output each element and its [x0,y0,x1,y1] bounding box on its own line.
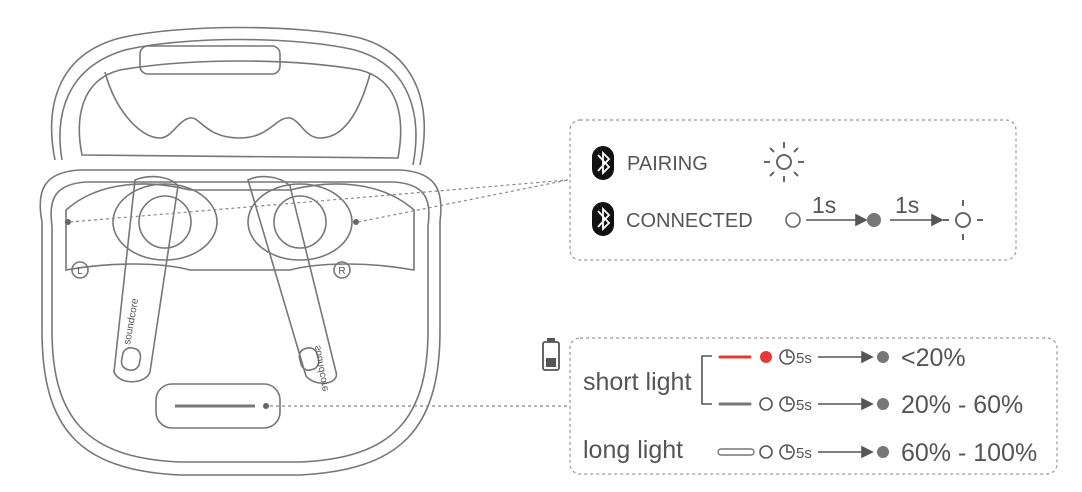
arrow-icon [806,213,868,227]
connected-step-2: 1s [895,192,919,218]
timer-icon [779,349,795,365]
bluetooth-icon [592,146,614,180]
arrow-icon [818,445,874,459]
light-off-icon [759,397,773,411]
battery-level-1: <20% [901,344,966,372]
red-light-icon [760,351,772,363]
long-light-label: long light [583,436,683,464]
left-bud-led [65,219,71,225]
timer-icon [779,396,795,412]
connected-step-1: 1s [812,192,836,218]
battery-level-3: 60% - 100% [901,439,1037,467]
connected-label: CONNECTED [626,210,753,232]
right-earbud-stem [247,175,338,384]
bluetooth-status-box [569,119,1017,261]
arrow-icon [818,397,874,411]
battery-level-2: 20% - 60% [901,391,1023,419]
led-bar-long [717,448,755,456]
lid-tray [78,60,402,159]
left-bud-brand: soundcore [122,297,141,345]
left-earbud-stem [113,175,179,383]
slow-blink-light-icon [943,200,983,240]
right-earbud-head [247,183,353,261]
right-bud-led [353,219,359,225]
case-led [263,403,269,409]
case-lid [50,26,425,166]
bluetooth-icon-connected [592,202,614,236]
level-dot [877,398,889,410]
light-on-icon [867,213,881,227]
case-led-window [155,383,281,429]
battery-status-box [569,337,1058,475]
arrow-icon [818,350,874,364]
arrow-icon [890,213,944,227]
right-bud-label: R [338,266,345,277]
timer-label-2: 5s [796,397,812,414]
short-light-label: short light [583,368,691,396]
leader-lines [69,179,570,407]
charging-case [39,26,442,476]
timer-label-3: 5s [796,445,812,462]
light-off-icon [785,212,801,228]
case-base [39,169,442,476]
level-dot [877,446,889,458]
light-off-icon [759,445,773,459]
level-dot [877,351,889,363]
pairing-label: PAIRING [627,153,708,175]
left-earbud-head [112,183,218,261]
left-bud-label: L [77,266,83,277]
flashing-light-icon [764,142,804,182]
battery-icon [542,338,560,371]
timer-icon [779,444,795,460]
short-light-bracket [701,355,712,405]
timer-label-1: 5s [796,350,812,367]
